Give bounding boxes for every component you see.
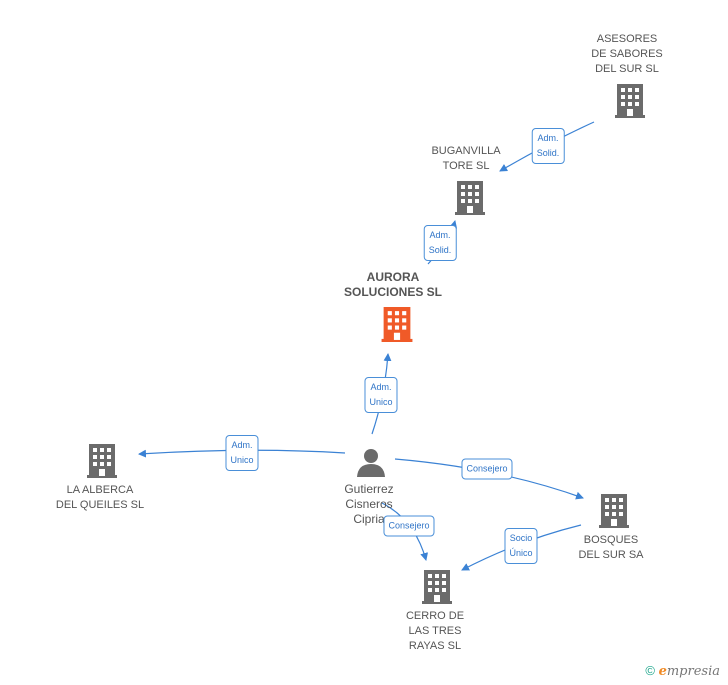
edge-label-bosques-cerro[interactable]: Socio Único [504,528,538,564]
building-icon[interactable] [455,181,485,215]
person-icon[interactable] [356,447,386,477]
edge-label-person-cerro[interactable]: Consejero [383,515,435,537]
node-label-cerro[interactable]: CERRO DE LAS TRES RAYAS SL [405,610,465,652]
copyright-icon: © [645,663,655,678]
node-label-buganvilla[interactable]: BUGANVILLA TORE SL [431,145,501,172]
edge-label-person-alberca[interactable]: Adm. Unico [225,435,259,471]
node-label-aurora[interactable]: AURORA SOLUCIONES SL [343,270,443,299]
node-label-bosques[interactable]: BOSQUES DEL SUR SA [578,534,644,561]
building-icon[interactable] [615,84,645,118]
node-label-asesores[interactable]: ASESORES DE SABORES DEL SUR SL [591,33,663,75]
edge-label-buganvilla-aurora[interactable]: Adm. Solid. [423,225,457,261]
node-label-alberca[interactable]: LA ALBERCA DEL QUEILES SL [55,484,145,511]
building-icon-main[interactable] [381,307,413,342]
edge-label-person-aurora[interactable]: Adm. Unico [364,377,398,413]
edge-label-asesores-buganvilla[interactable]: Adm. Solid. [531,128,565,164]
building-icon[interactable] [87,444,117,478]
empresia-logo: empresia [658,664,720,679]
footer-brand: © empresia [645,663,720,679]
building-icon[interactable] [599,494,629,528]
edge-label-person-bosques[interactable]: Consejero [461,458,513,480]
node-label-person[interactable]: Gutierrez Cisneros Cipria [344,482,394,526]
building-icon[interactable] [422,570,452,604]
